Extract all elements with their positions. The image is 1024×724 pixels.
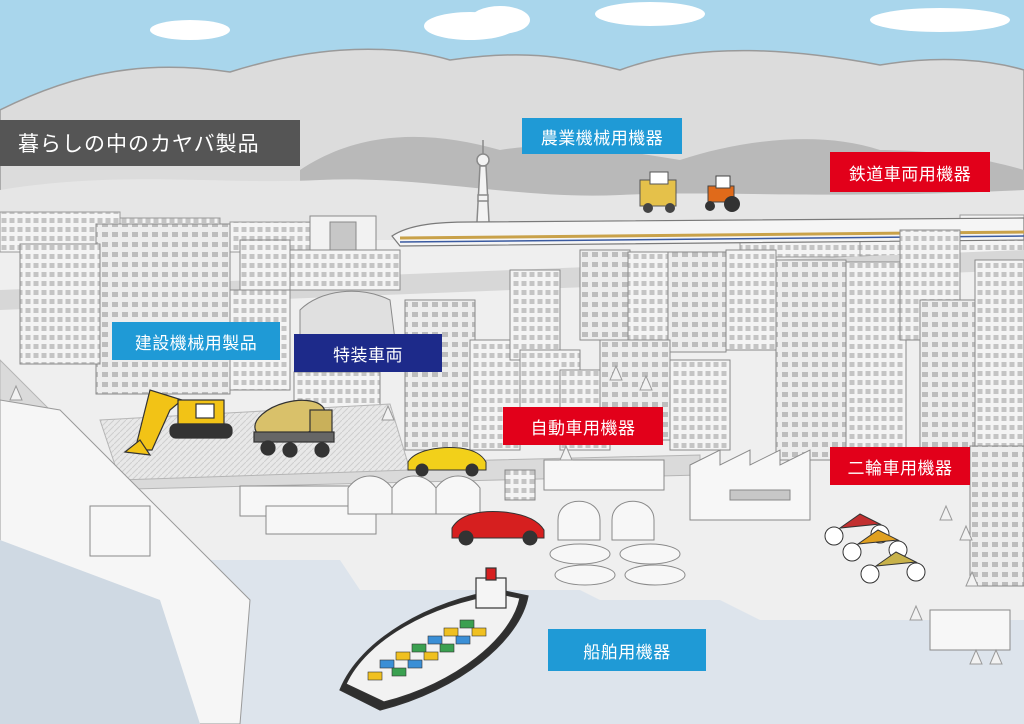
- city-hall: [289, 215, 401, 291]
- harbor-water: [0, 560, 1024, 724]
- label-agriculture[interactable]: 農業機械用機器: [522, 118, 682, 154]
- label-automobile[interactable]: 自動車用機器: [503, 407, 663, 445]
- farm-machines: [639, 171, 740, 213]
- depot: [293, 290, 396, 413]
- right-buildings: [929, 445, 1024, 651]
- label-marine[interactable]: 船舶用機器: [548, 629, 706, 671]
- trees: [9, 364, 1003, 665]
- yellow-car: [407, 447, 487, 477]
- warehouses: [89, 469, 536, 557]
- page-title: 暮らしの中のカヤバ製品: [0, 120, 300, 166]
- mixer-truck: [253, 399, 335, 458]
- label-construction[interactable]: 建設機械用製品: [112, 322, 280, 360]
- tanks: [543, 459, 686, 586]
- label-motorcycle[interactable]: 二輪車用機器: [830, 447, 970, 485]
- containers: [367, 619, 487, 681]
- clouds: [150, 2, 1010, 40]
- factory: [689, 449, 811, 521]
- motorcycles: [824, 513, 926, 584]
- cargo-ship: [339, 567, 529, 711]
- label-railway[interactable]: 鉄道車両用機器: [830, 152, 990, 192]
- left-water: [0, 540, 200, 724]
- excavator: [123, 389, 233, 456]
- red-car: [451, 511, 545, 546]
- label-special-vehicle[interactable]: 特装車両: [294, 334, 442, 372]
